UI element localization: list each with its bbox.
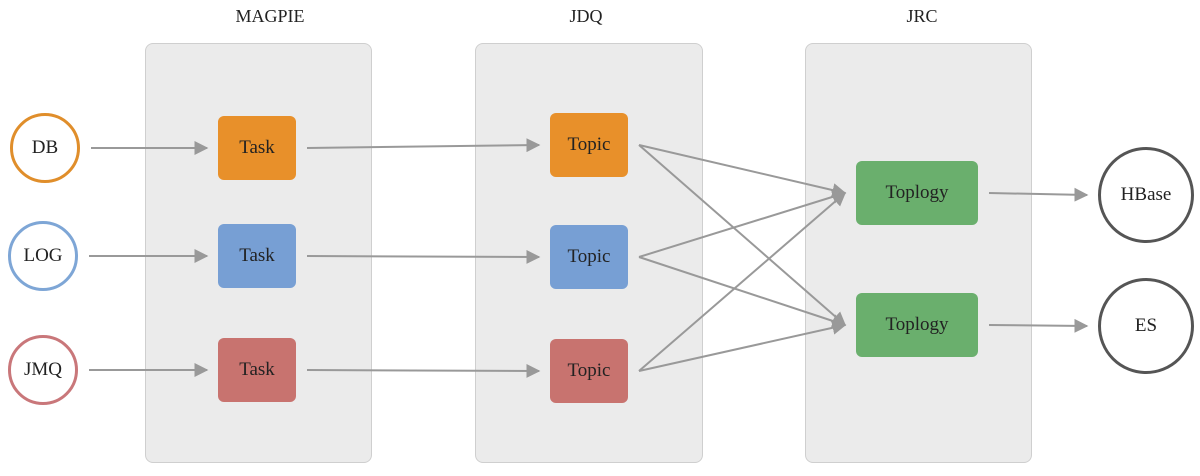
arrow-topic-2-to-topology-0 — [638, 192, 847, 372]
sink-hbase-label: HBase — [1120, 184, 1172, 205]
arrow-topic-0-to-topology-1 — [638, 144, 847, 326]
arrow-task-1-to-topic-1 — [306, 249, 541, 264]
topic-node-jmq: Topic — [550, 339, 628, 403]
arrow-topology-1-to-sink-1 — [988, 318, 1089, 333]
sink-hbase-node: HBase — [1098, 147, 1194, 243]
task-label: Task — [239, 137, 275, 158]
arrow-topic-1-to-topology-0 — [638, 190, 847, 258]
arrow-topic-2-to-topology-1 — [638, 320, 847, 372]
arrow-topology-0-to-sink-0 — [988, 187, 1089, 202]
column-title-jrc: JRC — [906, 6, 938, 26]
task-label: Task — [239, 359, 275, 380]
jrc-panel — [805, 43, 1032, 463]
sink-es-label: ES — [1134, 315, 1158, 336]
topic-label: Topic — [567, 360, 611, 381]
source-db-node: DB — [10, 113, 80, 183]
topic-node-db: Topic — [550, 113, 628, 177]
task-label: Task — [239, 245, 275, 266]
arrow-topic-1-to-topology-1 — [638, 256, 847, 328]
source-jmq-node: JMQ — [8, 335, 78, 405]
arrow-task-0-to-topic-0 — [306, 138, 541, 153]
topology-label: Toplogy — [885, 314, 949, 335]
source-log-node: LOG — [8, 221, 78, 291]
task-node-jmq: Task — [218, 338, 296, 402]
task-node-db: Task — [218, 116, 296, 180]
column-title-jdq: JDQ — [569, 6, 603, 26]
topic-label: Topic — [567, 246, 611, 267]
source-db-label: DB — [31, 137, 59, 158]
topology-label: Toplogy — [885, 182, 949, 203]
arrow-topic-0-to-topology-0 — [638, 144, 847, 197]
arrow-task-2-to-topic-2 — [306, 363, 541, 378]
task-node-log: Task — [218, 224, 296, 288]
sink-es-node: ES — [1098, 278, 1194, 374]
topology-node-es: Toplogy — [856, 293, 978, 357]
topic-node-log: Topic — [550, 225, 628, 289]
column-title-magpie: MAGPIE — [235, 6, 305, 26]
source-log-label: LOG — [23, 245, 63, 266]
topology-node-hbase: Toplogy — [856, 161, 978, 225]
source-jmq-label: JMQ — [23, 359, 62, 380]
topic-label: Topic — [567, 134, 611, 155]
